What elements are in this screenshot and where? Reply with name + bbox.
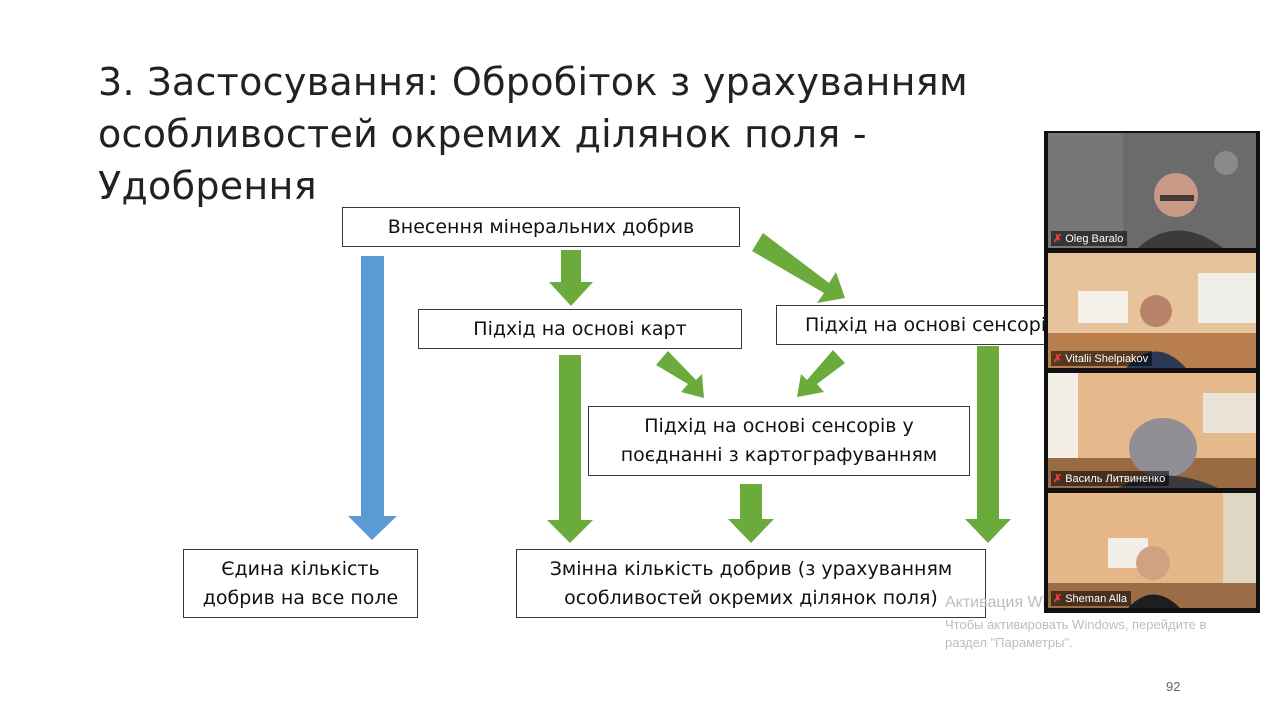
green-arrow-top-to-sensors <box>752 233 845 303</box>
box-variable-line-1: Змінна кількість добрив (з урахуванням <box>549 557 953 580</box>
slide-title-line-1: 3. Застосування: Обробіток з урахуванням <box>98 60 968 104</box>
green-arrow-maps-to-combined <box>656 351 704 398</box>
blue-down-arrow <box>348 256 397 540</box>
green-arrow-top-to-maps <box>549 250 593 306</box>
box-uniform-line-1: Єдина кількість <box>221 557 380 580</box>
participant-tile-1[interactable]: ✗ Oleg Baralo <box>1048 133 1256 248</box>
slide-page-number: 92 <box>1166 679 1181 694</box>
participant-name-4: Sheman Alla <box>1065 592 1127 605</box>
box-sensor-based-label: Підхід на основі сенсорів <box>805 313 1056 336</box>
green-arrow-maps-to-variable <box>547 355 593 543</box>
box-variable-line-2: особливостей окремих ділянок поля) <box>564 586 938 609</box>
participant-name-tag-3: ✗ Василь Литвиненко <box>1051 471 1170 486</box>
box-uniform-line-2: добрив на все поле <box>202 586 399 609</box>
participant-tile-3[interactable]: ✗ Василь Литвиненко <box>1048 373 1256 488</box>
watermark-text: Чтобы активировать Windows, перейдите в … <box>945 617 1207 650</box>
box-combined-line-2: поєднанні з картографуванням <box>620 444 938 466</box>
microphone-muted-icon: ✗ <box>1053 353 1063 365</box>
participant-name-3: Василь Литвиненко <box>1065 472 1166 485</box>
box-uniform-rate: Єдина кількість добрив на все поле <box>183 549 418 618</box>
box-variable-rate: Змінна кількість добрив (з урахуванням о… <box>516 549 986 618</box>
video-participants-panel[interactable]: ✗ Oleg Baralo ✗ Vitalii Shelpiakov <box>1044 131 1260 613</box>
participant-name-2: Vitalii Shelpiakov <box>1065 352 1149 365</box>
box-map-based: Підхід на основі карт <box>418 309 742 349</box>
green-arrow-sensors-to-combined <box>797 350 845 397</box>
participant-name-1: Oleg Baralo <box>1065 232 1124 245</box>
slide-title-line-2: особливостей окремих ділянок поля - Удоб… <box>98 112 867 208</box>
participant-name-tag-4: ✗ Sheman Alla <box>1051 591 1131 606</box>
microphone-muted-icon: ✗ <box>1053 233 1063 245</box>
green-arrow-sensors-to-variable <box>965 346 1011 543</box>
box-map-based-label: Підхід на основі карт <box>473 317 687 340</box>
box-sensor-based: Підхід на основі сенсорів <box>776 305 1056 345</box>
box-fertilizer-label: Внесення мінеральних добрив <box>387 215 695 238</box>
participant-name-tag-1: ✗ Oleg Baralo <box>1051 231 1128 246</box>
participant-name-tag-2: ✗ Vitalii Shelpiakov <box>1051 351 1153 366</box>
participant-tile-4[interactable]: ✗ Sheman Alla <box>1048 493 1256 608</box>
slide-title: 3. Застосування: Обробіток з урахуванням… <box>98 56 1098 212</box>
box-sensor-map-combined: Підхід на основі сенсорів у поєднанні з … <box>588 406 970 476</box>
participant-tile-2[interactable]: ✗ Vitalii Shelpiakov <box>1048 253 1256 368</box>
microphone-muted-icon: ✗ <box>1053 473 1063 485</box>
box-fertilizer-application: Внесення мінеральних добрив <box>342 207 740 247</box>
microphone-muted-icon: ✗ <box>1053 593 1063 605</box>
participant-video-4 <box>1048 493 1256 608</box>
box-combined-line-1: Підхід на основі сенсорів у <box>644 415 914 437</box>
participant-video-1 <box>1048 133 1256 248</box>
green-arrow-combined-to-variable <box>728 484 774 543</box>
